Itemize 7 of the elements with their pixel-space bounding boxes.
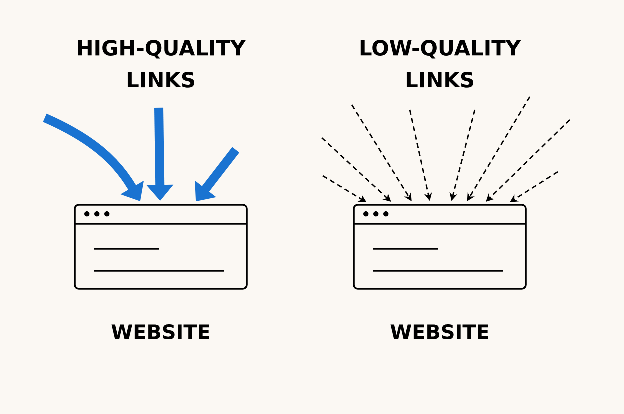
browser-window: WEBSITE [74,204,248,340]
heading: HIGH-QUALITY LINKS [78,40,246,88]
heading: LOW-QUALITY LINKS [360,40,522,88]
dashed-arrow [486,120,570,202]
node-label: WEBSITE [112,324,210,340]
node-label: WEBSITE [390,324,488,340]
browser-window: WEBSITE [353,204,527,340]
